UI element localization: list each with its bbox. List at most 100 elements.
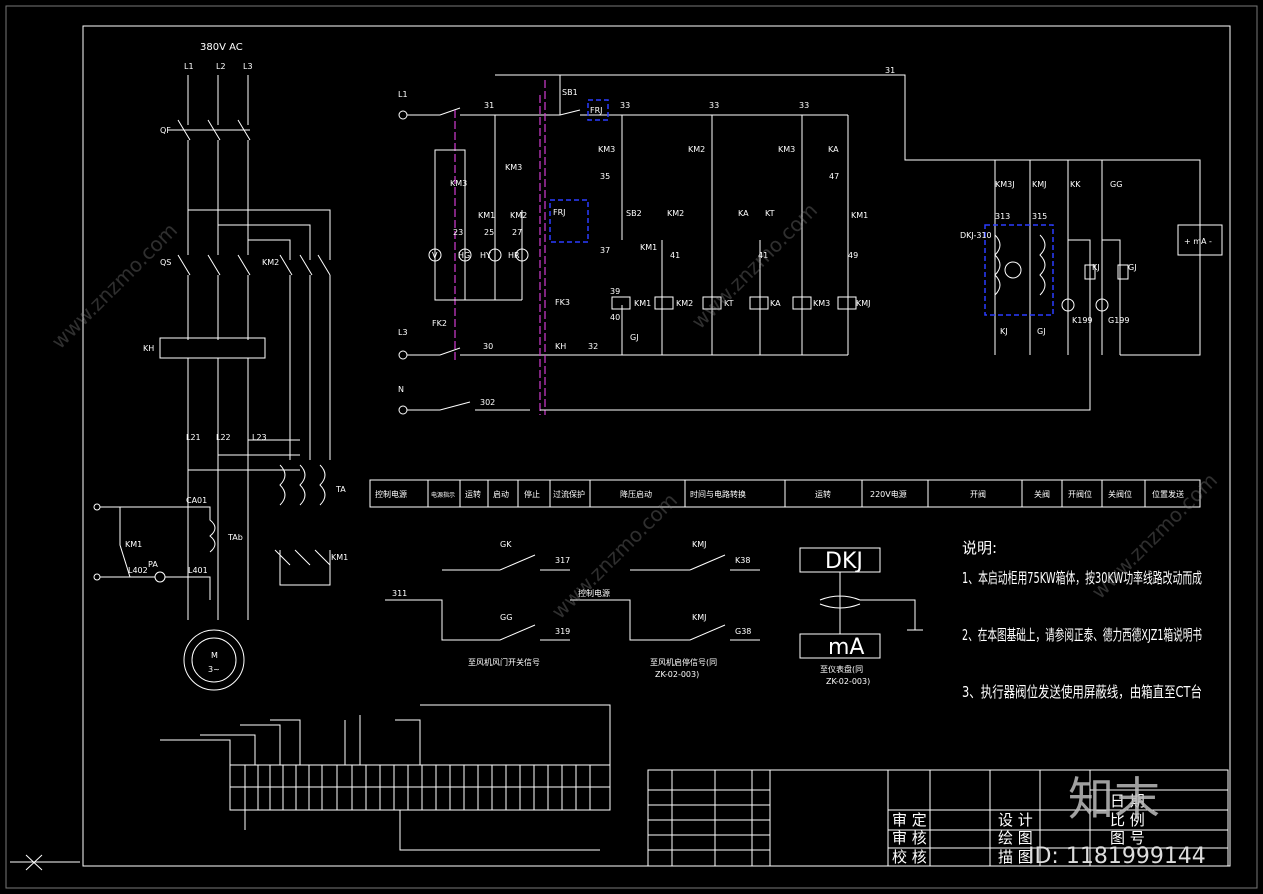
contact-label: KM1 [851,211,868,220]
lamp-label: G199 [1108,316,1129,325]
dkj-box [984,224,1054,316]
phase-label: L2 [216,62,226,71]
contact-label: KM3 [505,163,522,172]
fk2-label: FK2 [432,319,447,328]
contact-label: KA [828,145,839,154]
wire-label: 313 [995,212,1010,221]
note-item: 3、执行器阀位发送使用屏蔽线，由箱直至CT台 [962,683,1202,701]
wire-label: K38 [735,556,750,565]
table-cell: 关阀 [1034,489,1050,499]
table-cell: 开阀 [970,490,986,499]
detail-caption: 至风机风门开关信号 [468,657,540,667]
table-cell: 运转 [815,489,831,499]
coil-label: KM3 [813,299,830,308]
wire-label: 37 [600,246,610,255]
contact-label: GJ [1037,327,1046,336]
contact-label: KK [1070,180,1081,189]
dkj-box-label: DKJ [825,549,863,574]
ammeter-symbol [154,571,166,583]
coil-label: KT [724,299,734,308]
note-item: 1、本启动柜用75KW箱体，按30KW功率线路改动而成 [962,569,1202,587]
detail-caption: ZK-02-003) [826,677,870,686]
table-cell: 220V电源 [870,489,907,499]
frj-label-2: FRJ [553,208,566,217]
titleblock-cell: 绘 图 [998,829,1033,847]
l401-label: L401 [188,566,208,575]
ta-label: TA [335,485,346,494]
table-cell: 位置发送 [1152,489,1184,499]
coil-label: KM1 [634,299,651,308]
overload-relay [159,337,266,359]
wire-label: 41 [758,251,768,260]
titleblock-cell: 校 核 [892,848,927,866]
phase-label: L3 [243,62,253,71]
watermark-text: www.znzmo.com [47,218,183,354]
contact-label: GK [500,540,512,549]
wire-label: 33 [709,101,719,110]
wire-label: 控制电源 [578,588,610,598]
dkj-device-label: DKJ-310 [960,231,992,240]
function-table: 控制电源 电源指示 运转 启动 停止 过流保护 降压启动 时间与电路转换 运转 … [369,479,1201,508]
fk3-label: FK3 [555,298,570,307]
detail-sketches: 311 GK 317 GG 319 至风机风门开关信号 控制电源 KMJ K38… [385,540,923,686]
coil-label: GJ [1128,263,1137,272]
wire-label: 27 [512,228,522,237]
wire-label: 311 [392,589,407,598]
contact-label: KMJ [692,613,707,622]
qf-label: QF [160,126,171,135]
contact-label: KM3 [450,179,467,188]
wire-label: 317 [555,556,570,565]
detail-caption: ZK-02-003) [655,670,699,679]
wire-label: 33 [620,101,630,110]
outer-border [5,5,1258,889]
gj-label: GJ [630,333,639,342]
note-item: 2、在本图基础上，请参阅正泰、德力西德XJZ1箱说明书 [962,626,1202,644]
detail-caption: 至仪表盘(同 [820,664,863,674]
table-cell: 时间与电路转换 [690,489,746,499]
contact-label: KM2 [688,145,705,154]
km1-label: KM1 [331,553,348,562]
coil-label: KM2 [676,299,693,308]
wire-label: 319 [555,627,570,636]
contact-label: KT [765,209,775,218]
ma-supply [1177,224,1223,256]
titleblock-cell: 日 期 [1110,792,1145,810]
line-label: N [398,385,404,394]
contact-label: KM3 [598,145,615,154]
detail-caption: 至风机启停信号(同 [650,657,717,667]
wire-label: 35 [600,172,610,181]
titleblock-cell: 图 号 [1110,829,1145,847]
wire-label: 40 [610,313,620,322]
l23-label: L23 [252,433,267,442]
coil-label: KA [770,299,781,308]
contact-label: KM1 [478,211,495,220]
power-circuit: 380V AC L1 L2 L3 QF QS KM2 KH L21 L22 L2… [93,42,348,691]
pa-label: PA [148,560,158,569]
frj-box [587,99,609,121]
contact-label: KM1 [640,243,657,252]
lamp-label: HY [480,251,491,260]
ca-label: CA01 [186,496,207,505]
phase-label: L1 [184,62,194,71]
wire-label: 49 [848,251,858,260]
wire-label: 302 [480,398,495,407]
wire-label: 47 [829,172,839,181]
frj-label: FRJ [590,106,603,115]
table-cell: 运转 [465,489,481,499]
contact-label: KM2 [510,211,527,220]
supply-voltage-label: 380V AC [200,42,243,53]
frj-box-2 [549,199,589,243]
titleblock-cell: 比 例 [1110,811,1145,829]
terminal-strip [160,704,611,851]
l22-label: L22 [216,433,231,442]
table-cell: 过流保护 [553,489,585,499]
motor-sub-label: 3~ [208,665,220,674]
wire-label: 39 [610,287,620,296]
title-block: 审 定 审 核 校 核 设 计 绘 图 描 图 日 期 比 例 图 号 [647,769,1229,867]
l21-label: L21 [186,433,201,442]
contact-label: GG [1110,180,1122,189]
contact-label: KM3J [995,180,1015,189]
wire-label: 41 [670,251,680,260]
contact-label: KM3 [778,145,795,154]
